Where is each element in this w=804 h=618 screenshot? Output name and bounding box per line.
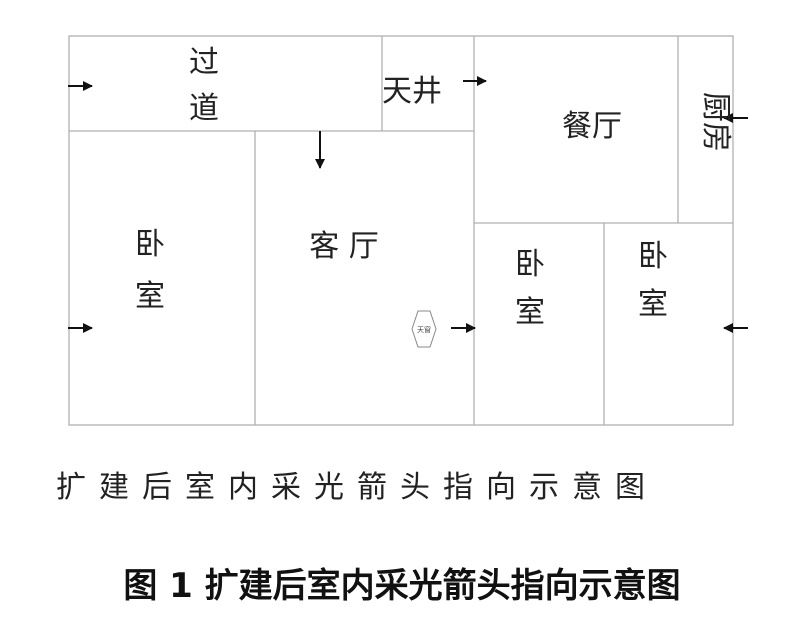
- skylight-label: 天窗: [417, 325, 431, 334]
- bedroom-middle-label-2: 室: [515, 295, 545, 330]
- figure-caption: 图 1 扩建后室内采光箭头指向示意图: [123, 566, 681, 606]
- bedroom-right-label-1: 卧: [638, 239, 668, 274]
- outer-wall: [68, 35, 734, 426]
- bedroom-middle-label-1: 卧: [515, 247, 545, 282]
- walls: [68, 35, 734, 426]
- bedroom-left-label-1: 卧: [135, 227, 165, 262]
- bedroom-left-label-2: 室: [135, 279, 165, 314]
- courtyard-label: 天井: [382, 74, 442, 109]
- dining-label: 餐厅: [562, 109, 622, 144]
- corridor-label-1: 过: [189, 45, 219, 80]
- light-arrows: [68, 76, 748, 333]
- kitchen-label: 厨房: [698, 92, 733, 152]
- bedroom-right-label-2: 室: [638, 287, 668, 322]
- living-room-label: 客 厅: [309, 229, 379, 264]
- corridor-label-2: 道: [189, 91, 219, 126]
- diagram-subcaption: 扩建后室内采光箭头指向示意图: [56, 470, 658, 505]
- skylight-hexagon: [411, 310, 437, 348]
